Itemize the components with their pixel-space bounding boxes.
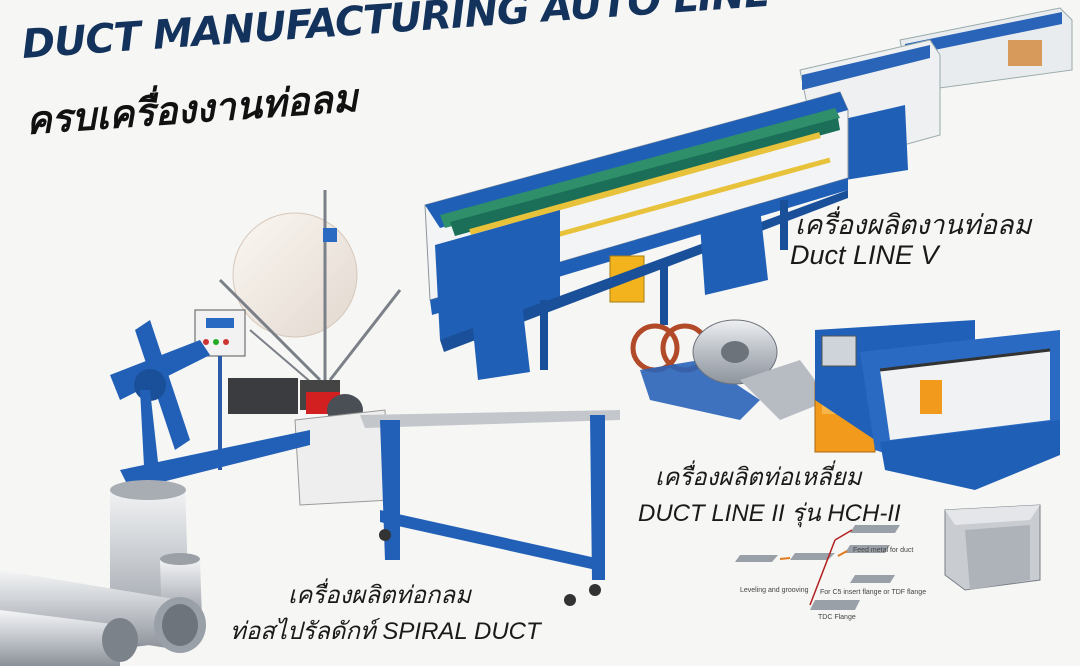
spiral-duct-machine: [110, 190, 620, 606]
diagram-step-flange-option: For C5 insert flange or TDF flange: [820, 589, 927, 596]
line-v-caption-thai: เครื่องผลิตงานท่อลม: [795, 210, 1032, 240]
line-v-caption-english: Duct LINE V: [790, 240, 939, 270]
line-ii-caption-english: DUCT LINE II รุ่น HCH-II: [638, 500, 901, 527]
spiral-pipes: [0, 480, 206, 666]
spiral-caption-english: ท่อสไปรัลดักท์ SPIRAL DUCT: [230, 618, 541, 645]
duct-line-ii-machine: [630, 319, 1060, 490]
duct-line-v-machine: [424, 7, 1073, 380]
line-ii-caption-thai: เครื่องผลิตท่อเหลี่ยม: [655, 464, 862, 491]
process-diagram: [735, 504, 1041, 610]
diagram-step-tdc: TDC Flange: [818, 614, 856, 621]
spiral-caption-thai: เครื่องผลิตท่อกลม: [288, 582, 471, 609]
diagram-step-leveling: Leveling and grooving: [740, 587, 809, 594]
diagram-step-feed: Feed metal for duct: [853, 547, 914, 554]
